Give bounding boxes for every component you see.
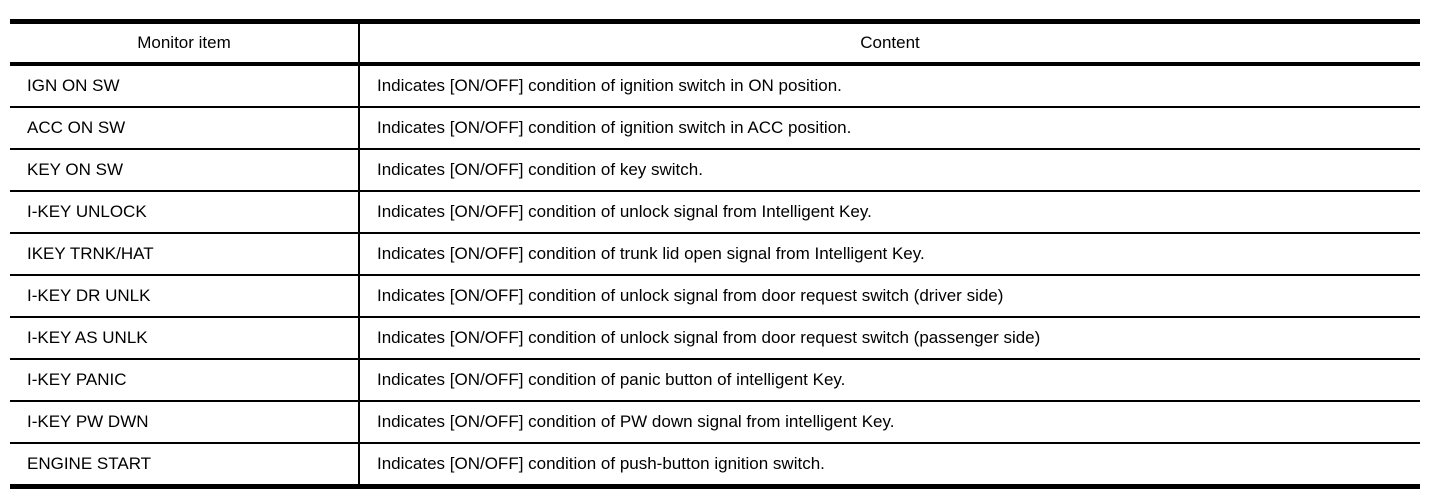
monitor-item-cell: I-KEY UNLOCK: [10, 191, 360, 234]
column-header-content: Content: [359, 21, 1420, 66]
table-row: I-KEY PW DWN Indicates [ON/OFF] conditio…: [10, 401, 1420, 444]
content-cell: Indicates [ON/OFF] condition of push-but…: [377, 454, 825, 473]
monitor-item-cell: I-KEY DR UNLK: [10, 275, 360, 318]
table-row: I-KEY DR UNLK Indicates [ON/OFF] conditi…: [10, 275, 1420, 318]
content-cell: Indicates [ON/OFF] condition of unlock s…: [359, 317, 1420, 360]
table-row: KEY ON SW Indicates [ON/OFF] condition o…: [10, 149, 1420, 192]
content-cell: Indicates [ON/OFF] condition of ignition…: [359, 64, 1420, 108]
monitor-items-table-container: Monitor item Content IGN ON SW Indicates…: [10, 19, 1420, 489]
table-row: I-KEY AS UNLK Indicates [ON/OFF] conditi…: [10, 317, 1420, 360]
content-cell: Indicates [ON/OFF] condition of unlock s…: [359, 275, 1420, 318]
monitor-items-table: Monitor item Content IGN ON SW Indicates…: [10, 19, 1420, 489]
content-cell: Indicates [ON/OFF] condition of unlock s…: [359, 191, 1420, 234]
monitor-item-cell: I-KEY AS UNLK: [10, 317, 360, 360]
content-cell: Indicates [ON/OFF] condition of PW down …: [359, 401, 1420, 444]
content-cell: Indicates [ON/OFF] condition of trunk li…: [359, 233, 1420, 276]
monitor-item-cell: KEY ON SW: [10, 149, 360, 192]
content-cell: Indicates [ON/OFF] condition of panic bu…: [359, 359, 1420, 402]
column-header-monitor-item: Monitor item: [10, 21, 360, 66]
monitor-item-cell: ACC ON SW: [10, 107, 360, 150]
monitor-item-cell: IKEY TRNK/HAT: [10, 233, 360, 276]
monitor-item-cell: I-KEY PW DWN: [10, 401, 360, 444]
table-row: IGN ON SW Indicates [ON/OFF] condition o…: [10, 64, 1420, 108]
monitor-item-cell: I-KEY PANIC: [10, 359, 360, 402]
content-cell: Indicates [ON/OFF] condition of key swit…: [359, 149, 1420, 192]
table-row: I-KEY PANIC Indicates [ON/OFF] condition…: [10, 359, 1420, 402]
content-cell: Indicates [ON/OFF] condition of ignition…: [359, 107, 1420, 150]
table-header: Monitor item Content: [10, 21, 1420, 66]
table-row: I-KEY UNLOCK Indicates [ON/OFF] conditio…: [10, 191, 1420, 234]
monitor-item-cell: ENGINE START: [10, 443, 360, 487]
table-row: IKEY TRNK/HAT Indicates [ON/OFF] conditi…: [10, 233, 1420, 276]
table-row: ACC ON SW Indicates [ON/OFF] condition o…: [10, 107, 1420, 150]
table-body: IGN ON SW Indicates [ON/OFF] condition o…: [10, 64, 1420, 487]
monitor-item-cell: IGN ON SW: [10, 64, 360, 108]
header-row: Monitor item Content: [10, 21, 1420, 66]
table-row: ENGINE START Indicates [ON/OFF] conditio…: [10, 443, 1420, 487]
